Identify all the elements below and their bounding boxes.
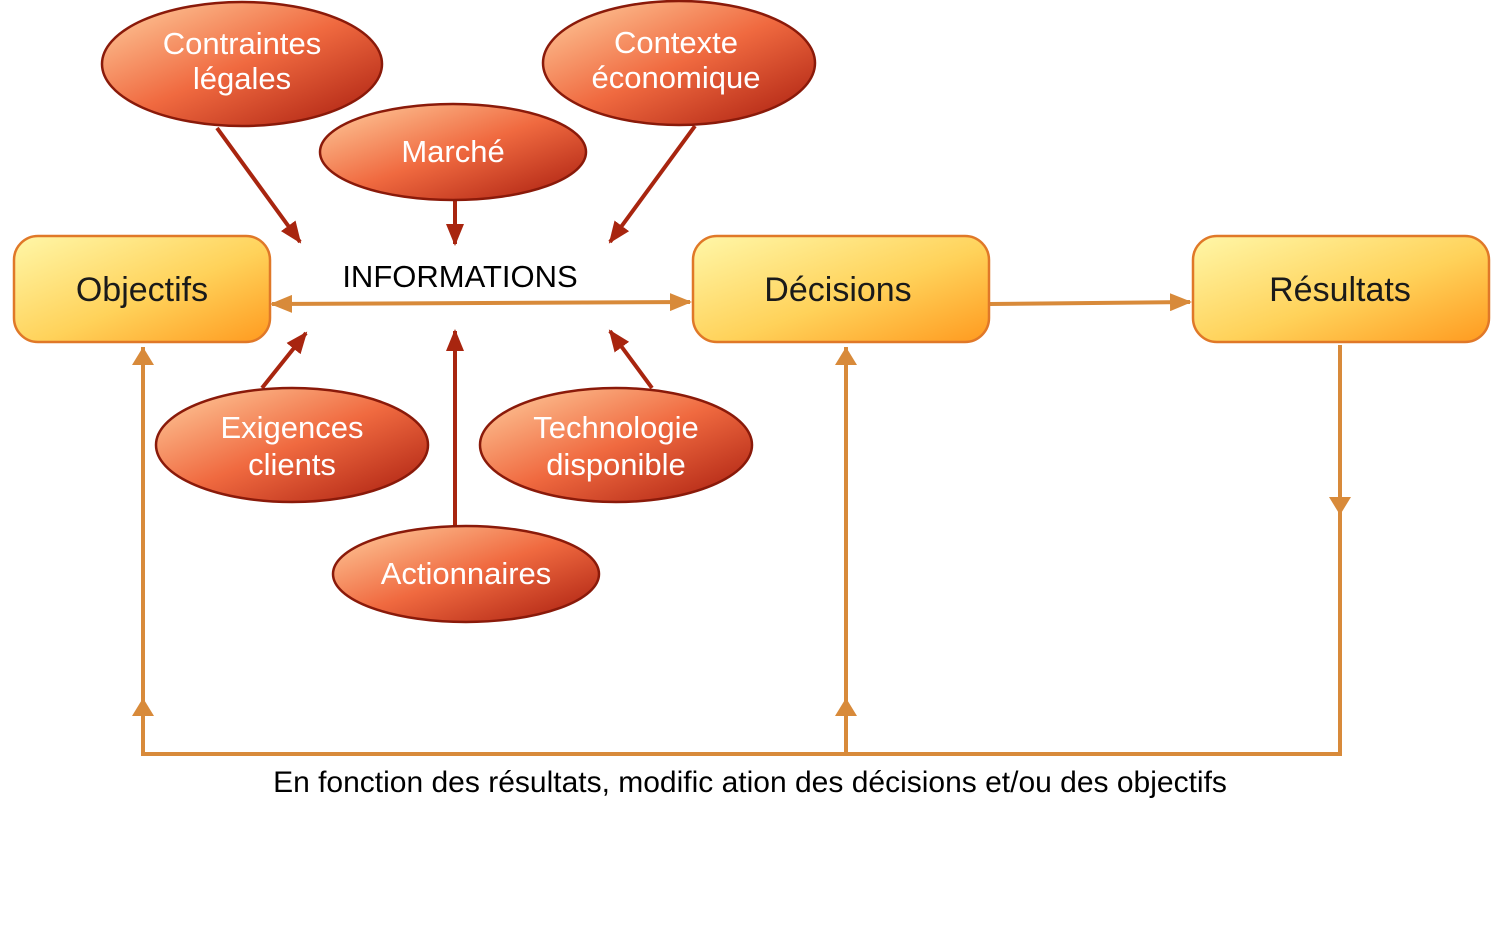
arrow-contraintes-to-informations	[215, 126, 302, 244]
oval-contexte-economique-line1: Contexte	[614, 25, 738, 60]
oval-actionnaires: Actionnaires	[331, 524, 601, 624]
feedback-loop-line	[141, 345, 1342, 756]
informations-label: INFORMATIONS	[342, 259, 577, 294]
oval-marche: Marché	[318, 102, 588, 202]
oval-contraintes-legales-line1: Contraintes	[163, 26, 322, 61]
oval-technologie-disponible-line2: disponible	[546, 447, 686, 482]
arrow-technologie-to-informations	[608, 329, 654, 390]
oval-contraintes-legales: Contraintes légales	[100, 0, 384, 128]
arrow-exigences-to-informations	[260, 331, 308, 390]
arrow-objectifs-decisions	[270, 293, 692, 313]
arrow-contexte-to-informations	[608, 124, 697, 244]
box-decisions-label: Décisions	[764, 271, 911, 309]
factor-arrows	[215, 124, 697, 530]
oval-technologie-disponible: Technologie disponible	[478, 386, 754, 504]
box-decisions: Décisions	[691, 234, 991, 344]
oval-contexte-economique: Contexte économique	[541, 0, 817, 127]
arrowhead-objectifs-up-top	[132, 347, 154, 365]
oval-exigences-clients-line2: clients	[248, 447, 336, 482]
arrowhead-decisions-up-top	[835, 347, 857, 365]
flow-connectors	[132, 293, 1351, 756]
box-resultats: Résultats	[1191, 234, 1491, 344]
box-resultats-label: Résultats	[1269, 271, 1411, 309]
oval-exigences-clients: Exigences clients	[154, 386, 430, 504]
oval-technologie-disponible-line1: Technologie	[533, 410, 698, 445]
oval-contexte-economique-line2: économique	[592, 60, 761, 95]
arrowhead-objectifs-up-bottom	[132, 698, 154, 716]
oval-exigences-clients-line1: Exigences	[220, 410, 363, 445]
arrowhead-decisions-up-bottom	[835, 698, 857, 716]
arrow-decisions-resultats	[989, 293, 1192, 312]
oval-actionnaires-label: Actionnaires	[381, 556, 552, 591]
arrowhead-resultats-down	[1329, 497, 1351, 515]
feedback-caption: En fonction des résultats, modific ation…	[273, 766, 1227, 799]
oval-marche-label: Marché	[401, 134, 504, 169]
box-objectifs: Objectifs	[12, 234, 272, 344]
oval-contraintes-legales-line2: légales	[193, 61, 291, 96]
box-objectifs-label: Objectifs	[76, 271, 208, 309]
